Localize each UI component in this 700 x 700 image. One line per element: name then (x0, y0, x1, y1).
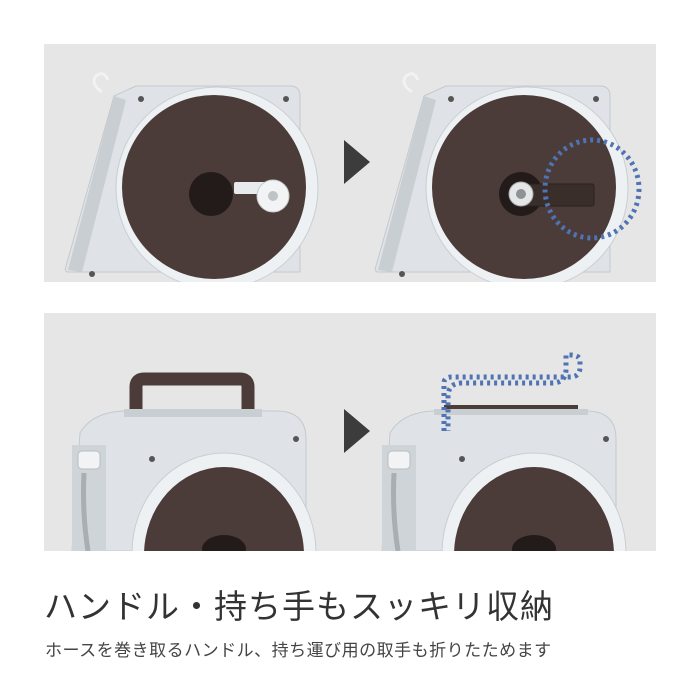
reel-handle-extended-image (64, 72, 319, 282)
bottom-comparison-panel (44, 313, 656, 551)
headline: ハンドル・持ち手もスッキリ収納 (44, 587, 554, 626)
reel-handle-folded-image (374, 72, 642, 282)
highlight-outline (441, 352, 583, 431)
carry-handle-raised-image (71, 372, 317, 551)
top-comparison-panel (44, 44, 656, 282)
arrow-icon-top (344, 140, 370, 184)
subline: ホースを巻き取るハンドル、持ち運び用の取手も折りたためます (45, 641, 552, 661)
arrow-icon-bottom (344, 409, 370, 453)
top-comparison-illustration (64, 72, 642, 282)
bottom-comparison-illustration (71, 352, 627, 551)
highlight-circle (542, 137, 642, 241)
carry-handle-folded-image (381, 352, 627, 551)
